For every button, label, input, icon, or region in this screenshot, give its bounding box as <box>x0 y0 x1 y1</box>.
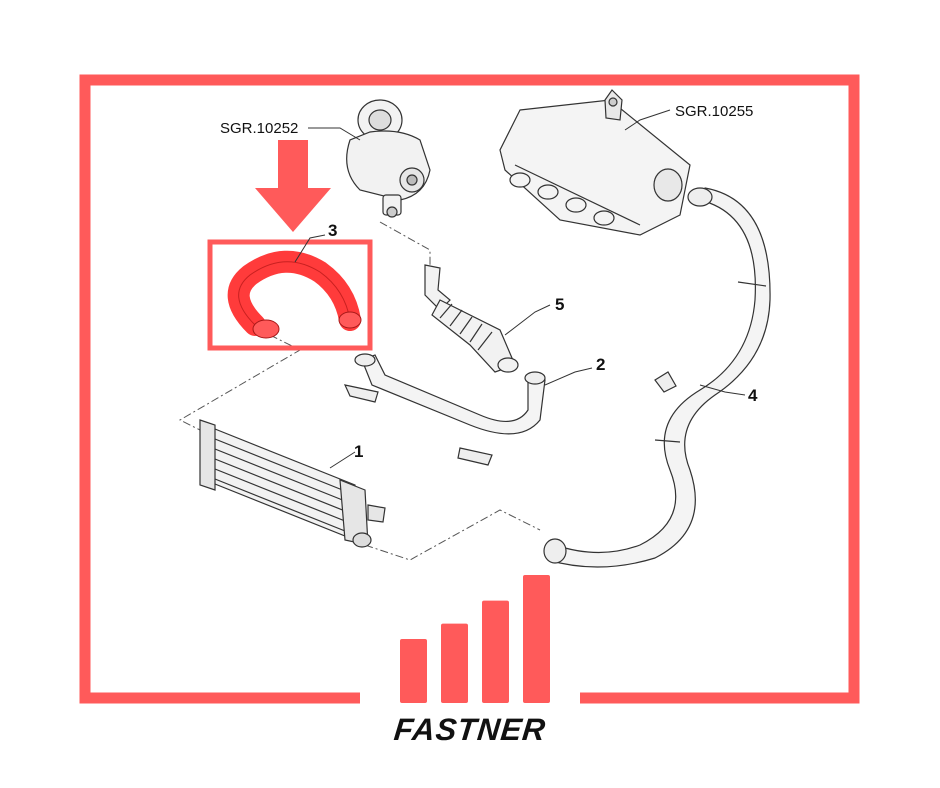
part-5-bellows-hose <box>424 264 519 373</box>
logo-bar-1 <box>400 639 427 703</box>
callout-4: 4 <box>748 386 758 405</box>
part-1-intercooler <box>199 419 386 548</box>
turbocharger-part <box>346 99 431 218</box>
leader-5 <box>504 304 551 336</box>
down-arrow-icon <box>255 140 331 232</box>
brand-logo-bars <box>400 575 550 703</box>
assembly-lines <box>178 221 541 561</box>
reference-turbo: SGR.10252 <box>220 120 298 137</box>
intake-manifold-part <box>499 89 691 236</box>
logo-bar-3 <box>482 600 509 703</box>
brand-wordmark: FASTNER <box>392 712 548 747</box>
callout-1: 1 <box>354 442 363 461</box>
callout-2: 2 <box>596 355 605 374</box>
red-frame <box>79 74 860 704</box>
logo-bar-2 <box>441 623 468 703</box>
part-2-pipe <box>343 353 546 466</box>
leader-1 <box>329 451 356 469</box>
leader-4 <box>699 384 746 396</box>
leader-turbo <box>308 127 361 141</box>
leader-manifold <box>624 109 671 131</box>
frame-left-segment <box>79 74 860 704</box>
callout-3: 3 <box>328 221 337 240</box>
leader-2 <box>544 367 593 386</box>
callout-5: 5 <box>555 295 564 314</box>
part-3-hose-highlight <box>207 239 373 351</box>
leader-3 <box>294 234 326 263</box>
highlight-box <box>207 239 373 351</box>
leader-lines <box>294 109 746 469</box>
part-4-hose <box>543 187 771 568</box>
logo-bar-4 <box>523 575 550 703</box>
reference-manifold: SGR.10255 <box>675 103 753 120</box>
